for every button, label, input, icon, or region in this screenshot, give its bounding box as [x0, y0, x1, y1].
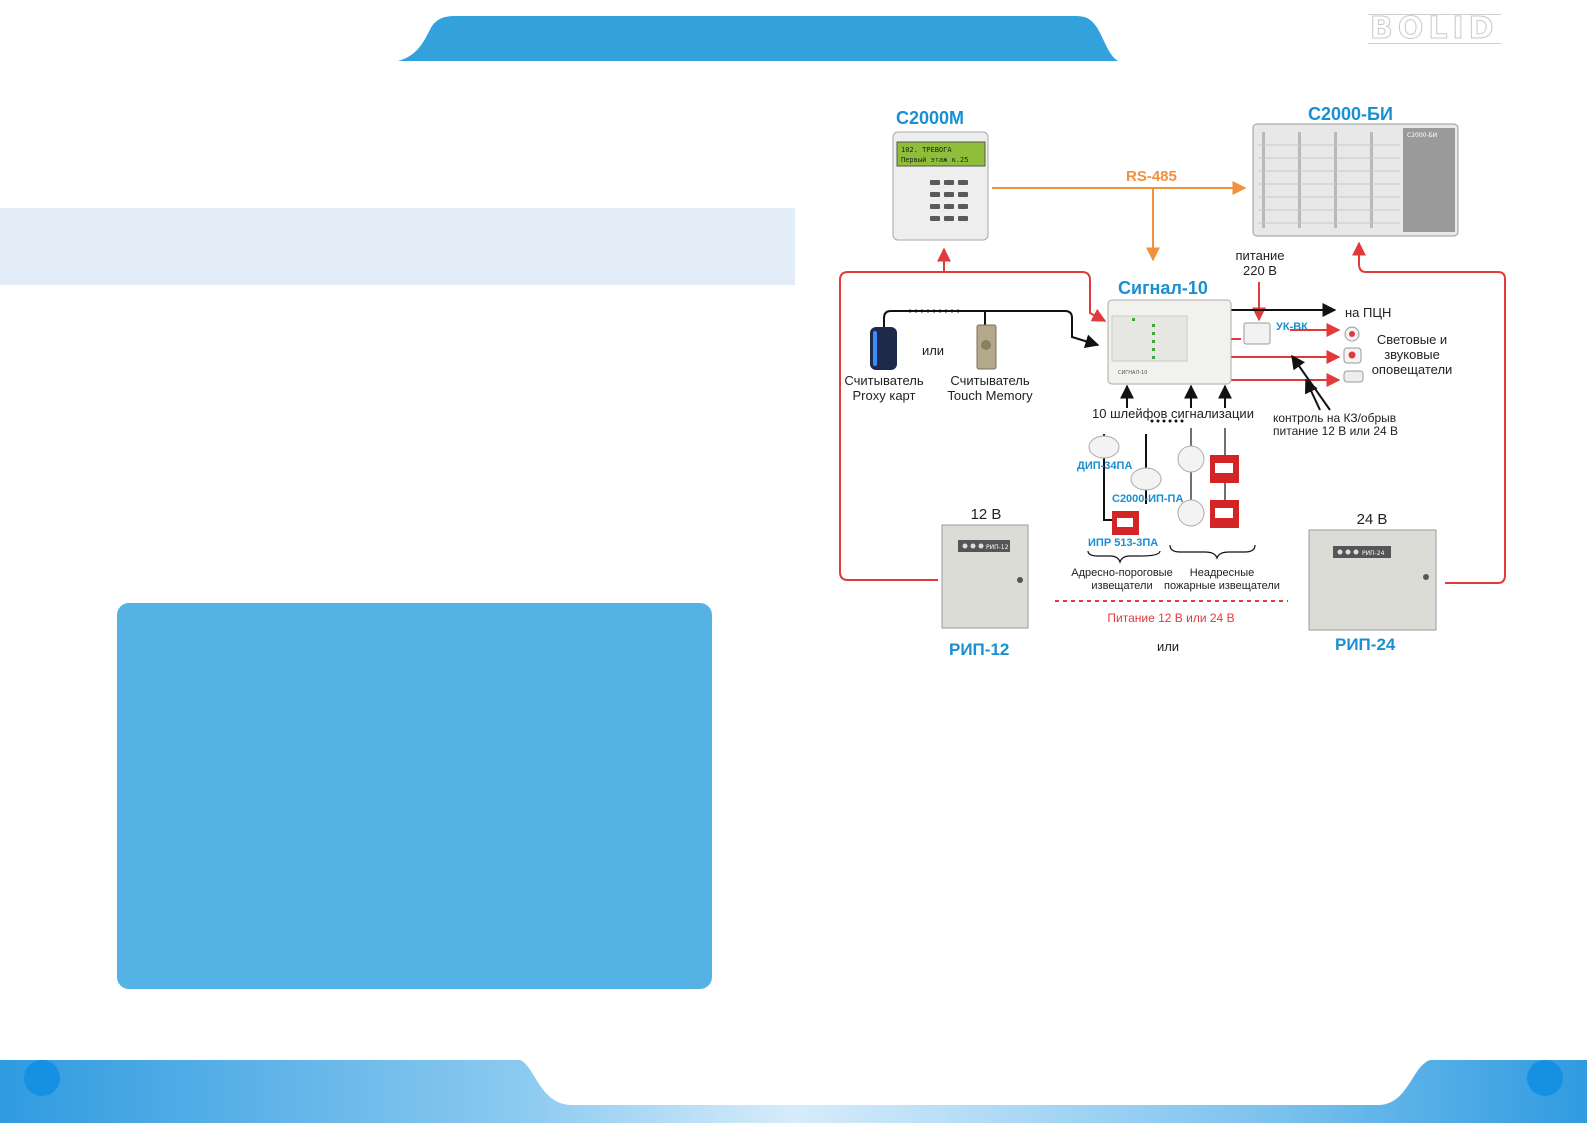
label-ipr513: ИПР 513-3ПА — [1088, 537, 1158, 549]
rip12-device: РИП-12 — [941, 524, 1029, 629]
label-to-pcn: на ПЦН — [1345, 305, 1391, 320]
label-rip12: РИП-12 — [949, 640, 1009, 659]
label-c2000-ip-pa: С2000-ИП-ПА — [1112, 493, 1183, 505]
label-addr-1: Адресно-пороговые — [1071, 567, 1172, 579]
page-marker-right — [1527, 1060, 1563, 1096]
label-power-220-2: 220 В — [1243, 263, 1277, 278]
label-reader-proxy-1: Считыватель — [844, 373, 923, 388]
dotted-separators — [908, 309, 1184, 423]
screen-line1: 102. ТРЕВОГА — [901, 146, 952, 154]
signal10-device: СИГНАЛ-10 — [1107, 299, 1232, 385]
label-control-1: контроль на КЗ/обрыв — [1273, 411, 1396, 425]
touch-memory-reader — [976, 324, 997, 370]
label-notifiers-1: Световые и — [1377, 332, 1447, 347]
system-diagram: 102. ТРЕВОГА Первый этаж к.25 С2000-БИ — [839, 104, 1506, 659]
label-dip34pa: ДИП-34ПА — [1077, 460, 1132, 472]
page-marker-left — [24, 1060, 60, 1096]
label-ukvk: УК-ВК — [1276, 321, 1308, 333]
label-nonaddr-2: пожарные извещатели — [1164, 580, 1280, 592]
ukvk-device — [1243, 322, 1271, 345]
section-band — [0, 208, 795, 285]
signal10-front-label: СИГНАЛ-10 — [1118, 370, 1147, 376]
c2000m-device: 102. ТРЕВОГА Первый этаж к.25 — [892, 131, 989, 241]
label-c2000bi: С2000-БИ — [1308, 104, 1393, 124]
footer-bar — [0, 1060, 1587, 1123]
label-signal10: Сигнал-10 — [1118, 278, 1208, 298]
label-24v: 24 В — [1357, 511, 1388, 528]
label-12v: 12 В — [971, 506, 1002, 523]
label-power-12-24: Питание 12 В или 24 В — [1107, 611, 1234, 625]
label-rs485: RS-485 — [1126, 168, 1177, 185]
label-notifiers-2: звуковые — [1384, 347, 1440, 362]
power-lines — [839, 241, 1506, 602]
proxy-reader — [870, 327, 897, 370]
label-addr-2: извещатели — [1091, 580, 1152, 592]
label-control-2: питание 12 В или 24 В — [1273, 424, 1398, 438]
label-loops: 10 шлейфов сигнализации — [1092, 406, 1254, 421]
label-reader-tm-2: Touch Memory — [947, 388, 1033, 403]
label-notifiers-3: оповещатели — [1372, 362, 1453, 377]
label-reader-tm-1: Считыватель — [950, 373, 1029, 388]
label-or-power: или — [1157, 639, 1179, 654]
detectors — [1088, 435, 1239, 535]
bi-front-label: С2000-БИ — [1407, 132, 1437, 139]
brand-logo: BOLID — [1368, 11, 1501, 46]
rip24-front-label: РИП-24 — [1362, 550, 1385, 557]
rs485-lines — [992, 181, 1247, 262]
notifier-icons — [1343, 326, 1364, 383]
signal-lines — [883, 303, 1337, 564]
info-panel — [117, 603, 712, 989]
screen-line2: Первый этаж к.25 — [901, 156, 968, 164]
rip24-device: РИП-24 — [1308, 529, 1437, 631]
rip12-front-label: РИП-12 — [986, 544, 1009, 551]
label-nonaddr-1: Неадресные — [1190, 567, 1254, 579]
label-power-220-1: питание — [1235, 248, 1284, 263]
c2000bi-device: С2000-БИ — [1252, 123, 1459, 237]
label-rip24: РИП-24 — [1335, 635, 1396, 654]
label-or-readers: или — [922, 343, 944, 358]
label-c2000m: С2000М — [896, 108, 964, 128]
label-reader-proxy-2: Proxy карт — [853, 388, 916, 403]
header-tab — [398, 16, 1118, 61]
